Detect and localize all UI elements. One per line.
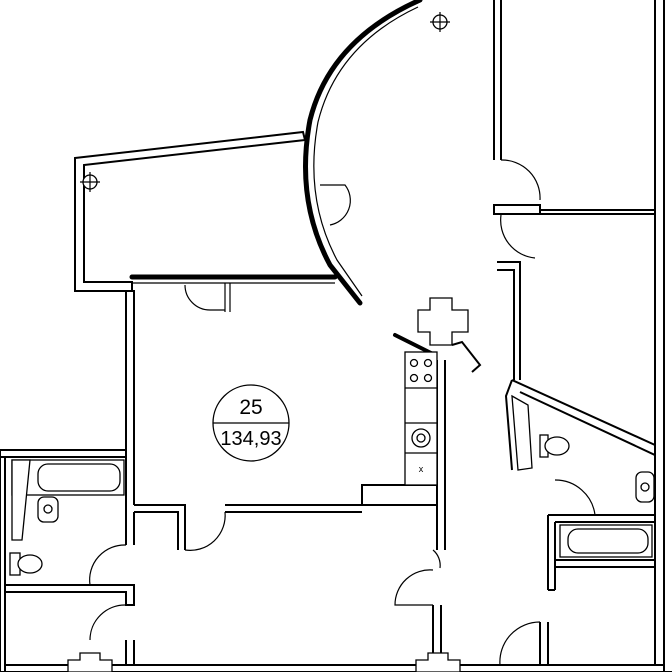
left-bath-top-wall <box>0 449 126 458</box>
riser-top <box>430 12 450 32</box>
riser-balcony <box>80 172 100 192</box>
left-bath-divider <box>5 584 135 606</box>
door-hall <box>394 569 434 606</box>
living-room-bottom-wall <box>225 504 362 513</box>
left-outer-wall <box>0 450 6 672</box>
kitchen-counter <box>404 351 438 486</box>
upper-right-room-wall <box>493 0 502 160</box>
right-bath-angled-wall <box>511 379 656 457</box>
door-upper-right <box>500 159 541 201</box>
door-right-room <box>499 621 541 666</box>
door-balcony <box>320 184 351 226</box>
corridor-right-wall <box>497 261 521 380</box>
wall-stub-upper-right <box>493 204 541 215</box>
kitchen-angled-wall <box>451 340 482 373</box>
door-living-bottom <box>184 511 226 551</box>
right-bath-bottom-wall <box>555 559 655 568</box>
right-outer-wall <box>654 0 665 672</box>
kitchen-partition <box>436 360 446 550</box>
risers <box>80 12 450 192</box>
shower-screen-left <box>11 459 31 541</box>
curved-window <box>303 0 423 306</box>
doors <box>89 159 596 666</box>
door-right-bath <box>554 479 596 516</box>
shaft-kitchen <box>417 297 469 346</box>
fixtures: x <box>9 351 655 576</box>
hob-burner <box>409 358 419 368</box>
door-left-bath-upper <box>89 544 127 586</box>
kitchen-counter-end <box>361 484 438 506</box>
balcony-outline <box>74 130 307 292</box>
right-bath-top-wall <box>548 514 655 523</box>
apartment-area: 134,93 <box>220 428 281 450</box>
ventilation-shafts <box>67 297 469 672</box>
shaft-bottom-middle <box>415 652 461 672</box>
right-room-partition <box>539 622 549 665</box>
shower-screen-right <box>511 394 533 471</box>
upper-right-room-bottom-wall <box>540 209 655 215</box>
apartment-number: 25 <box>239 396 262 419</box>
apartment-label: 25 134,93 <box>212 384 290 462</box>
balcony-post <box>224 283 231 312</box>
door-left-bath-lower <box>89 604 127 641</box>
bottom-outer-wall <box>0 664 672 672</box>
dishwasher-mark: x <box>419 464 424 474</box>
shaft-bottom-left <box>67 652 113 672</box>
door-corridor-right <box>500 214 536 259</box>
living-room-left-wall <box>125 290 135 505</box>
living-room-bottom-left-wall <box>134 504 186 550</box>
door-living-balcony <box>184 284 225 311</box>
